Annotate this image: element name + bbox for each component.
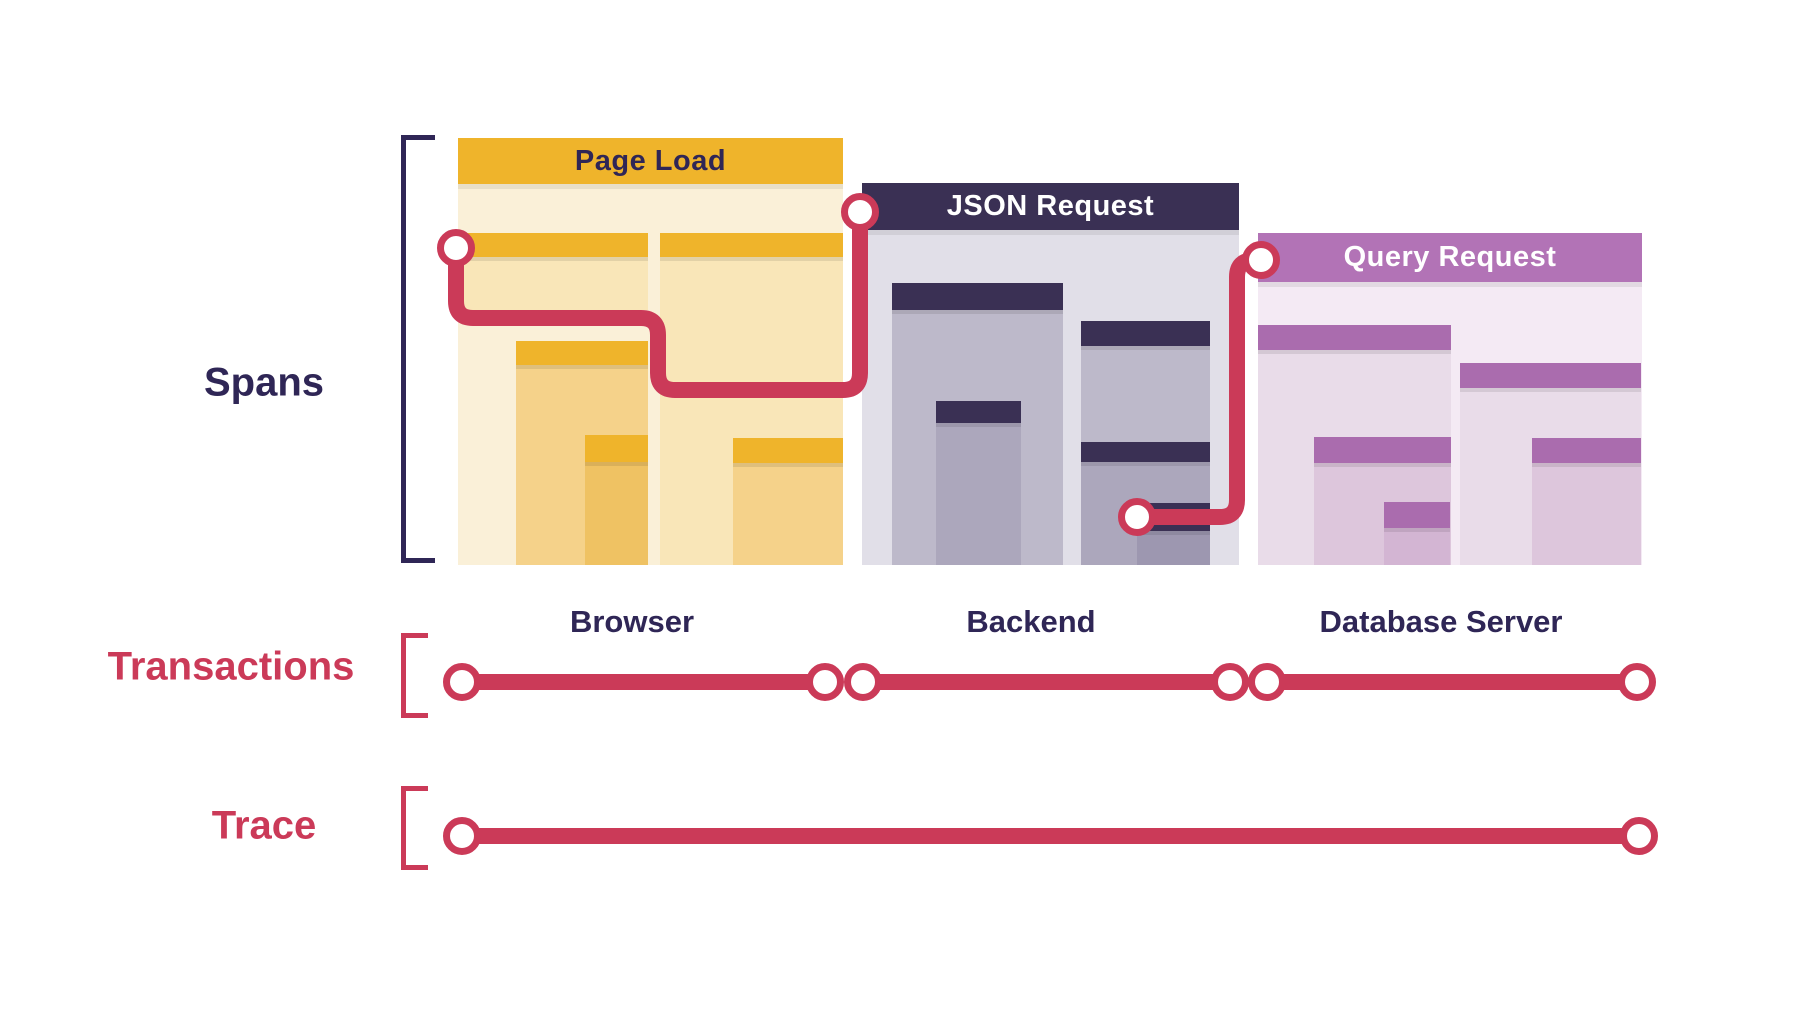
spans-bracket bbox=[401, 135, 435, 563]
trace-label: Trace bbox=[211, 803, 317, 848]
page-load-title: Page Load bbox=[574, 144, 727, 177]
span-block bbox=[1384, 502, 1450, 565]
transactions-label: Transactions bbox=[107, 644, 355, 689]
span-block-header bbox=[460, 233, 648, 257]
span-block-header bbox=[892, 283, 1063, 310]
transaction-endpoint-circle bbox=[1618, 663, 1656, 701]
span-block-header bbox=[1532, 438, 1641, 463]
json-request-title: JSON Request bbox=[946, 190, 1155, 222]
span-block bbox=[1532, 438, 1641, 565]
span-block bbox=[460, 233, 648, 310]
span-block-header bbox=[936, 401, 1021, 423]
query-request-title: Query Request bbox=[1343, 241, 1557, 273]
service-label-backend: Backend bbox=[966, 604, 1096, 639]
transaction-endpoint-circle bbox=[443, 663, 481, 701]
span-block bbox=[936, 401, 1021, 565]
span-block-header bbox=[516, 341, 648, 365]
span-block-header bbox=[1081, 442, 1210, 462]
query-request-panel-header: Query Request bbox=[1258, 233, 1642, 282]
transaction-endpoint-circle bbox=[1248, 663, 1286, 701]
span-block-header bbox=[1081, 321, 1210, 346]
span-block-header bbox=[1137, 503, 1210, 531]
span-block-header bbox=[1384, 502, 1450, 528]
transaction-endpoint-circle bbox=[844, 663, 882, 701]
panel-json-request: JSON Request bbox=[862, 183, 1239, 565]
panel-query-request: Query Request bbox=[1258, 233, 1642, 565]
trace-bracket bbox=[401, 786, 428, 870]
span-block-header bbox=[1460, 363, 1641, 388]
transaction-endpoint-circle bbox=[1211, 663, 1249, 701]
json-request-panel-header: JSON Request bbox=[862, 183, 1239, 230]
trace-endpoint-circle bbox=[443, 817, 481, 855]
span-block-header bbox=[660, 233, 843, 257]
span-block-header bbox=[1314, 437, 1451, 463]
span-block bbox=[585, 435, 648, 565]
span-block-header bbox=[585, 435, 648, 462]
span-block-header bbox=[733, 438, 843, 463]
trace-endpoint-circle bbox=[1620, 817, 1658, 855]
panel-page-load: Page Load bbox=[458, 138, 843, 565]
span-block bbox=[733, 438, 843, 565]
service-label-database: Database Server bbox=[1319, 604, 1563, 639]
transaction-endpoint-circle bbox=[806, 663, 844, 701]
service-label-browser: Browser bbox=[569, 604, 695, 639]
spans-label: Spans bbox=[203, 360, 325, 405]
transactions-bracket bbox=[401, 633, 428, 718]
span-block-header bbox=[1258, 325, 1451, 350]
page-load-panel-header: Page Load bbox=[458, 138, 843, 184]
span-block bbox=[1137, 503, 1210, 565]
